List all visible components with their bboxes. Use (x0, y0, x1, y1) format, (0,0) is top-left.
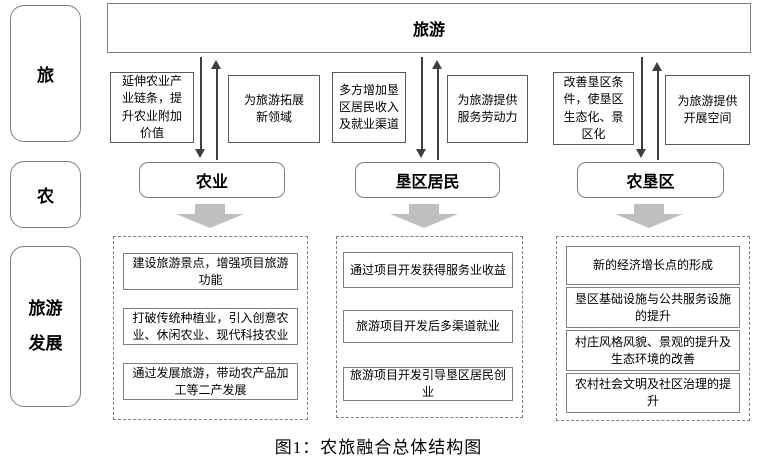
entity-box-reclamation-residents: 垦区居民 (355, 162, 500, 198)
col2-block-arrow-down (390, 204, 458, 228)
col1-up-arrow (211, 60, 222, 160)
down-arrowhead-icon (195, 149, 205, 158)
col3-outcome-box-1: 新的经济增长点的形成 (566, 246, 740, 285)
col3-block-arrow-down (615, 204, 683, 228)
col2-outcome-box-2: 旅游项目开发后多渠道就业 (343, 310, 513, 343)
entity-agriculture-text: 农业 (195, 174, 228, 191)
row-label-tourism-text: 旅 (37, 66, 54, 85)
col3-outcome-box-4: 农村社会文明及社区治理的提升 (566, 373, 740, 413)
col1-outcome-box-1: 建设旅游景点，增强项目旅游功能 (123, 253, 298, 290)
col2-outcome-1-text: 通过项目开发获得服务业收益 (349, 262, 506, 277)
col2-outcome-2-text: 旅游项目开发后多渠道就业 (355, 319, 500, 334)
row-label-agriculture: 农 (10, 161, 81, 228)
row-label-tourism: 旅 (10, 5, 81, 142)
up-arrow-line (437, 68, 439, 160)
block-arrow-stem (409, 204, 439, 214)
col3-outcome-2-text: 垦区基础设施与公共服务设施的提升 (574, 291, 731, 323)
up-arrowhead-icon (432, 60, 442, 69)
down-arrow-line (421, 57, 423, 150)
up-arrowhead-icon (211, 60, 221, 69)
col1-block-arrow-down (176, 204, 244, 228)
col1-outcome-3-text: 通过发展旅游，带动农产品加工等二产发展 (132, 365, 289, 397)
tourism-top-box-text: 旅游 (412, 22, 445, 39)
block-arrow-tri-icon (176, 214, 244, 228)
col3-outcome-4-text: 农村社会文明及社区治理的提升 (574, 377, 731, 408)
col3-up-note-text: 为旅游提供开展空间 (677, 93, 738, 125)
col2-up-note-text: 为旅游提供服务劳动力 (457, 92, 518, 124)
down-arrowhead-icon (636, 149, 646, 158)
down-arrowhead-icon (416, 149, 426, 158)
up-arrow-line (657, 70, 659, 160)
down-arrow-line (200, 57, 202, 150)
block-arrow-stem (195, 204, 225, 214)
figure-caption: 图1：农旅融合总体结构图 (274, 438, 483, 457)
block-arrow-tri-icon (390, 214, 458, 228)
col3-down-arrow (636, 57, 647, 158)
col1-outcome-1-text: 建设旅游景点，增强项目旅游功能 (132, 255, 289, 287)
block-arrow-stem (634, 204, 664, 214)
col1-down-note-box: 延伸农业产业链条，提升农业附加价值 (110, 72, 194, 143)
col3-up-arrow (652, 62, 663, 160)
up-arrowhead-icon (652, 62, 662, 71)
up-arrow-line (216, 68, 218, 160)
col1-down-arrow (195, 57, 206, 158)
col2-up-arrow (432, 60, 443, 160)
col2-outcome-box-1: 通过项目开发获得服务业收益 (343, 252, 513, 288)
col1-up-note-text: 为旅游拓展新领域 (243, 92, 304, 124)
col2-up-note-box: 为旅游提供服务劳动力 (447, 75, 528, 143)
entity-box-farm-reclamation-area: 农垦区 (577, 162, 724, 198)
row-label-tourism-development: 旅游发展 (10, 246, 81, 407)
col3-outcome-3-text: 村庄风格风貌、景观的提升及生态环境的改善 (574, 334, 731, 366)
entity-reclamation-residents-text: 垦区居民 (395, 174, 460, 191)
row-label-agriculture-text: 农 (37, 187, 54, 206)
row-label-tourism-development-text: 旅游发展 (28, 298, 63, 353)
col1-down-note-text: 延伸农业产业链条，提升农业附加价值 (121, 74, 182, 140)
col3-outcome-box-2: 垦区基础设施与公共服务设施的提升 (566, 287, 740, 328)
col3-outcome-1-text: 新的经济增长点的形成 (592, 258, 713, 273)
col3-down-note-text: 改善垦区条件，使垦区生态化、景区化 (563, 75, 624, 141)
tourism-top-box: 旅游 (107, 3, 751, 53)
entity-box-agriculture: 农业 (139, 162, 285, 198)
col2-down-arrow (416, 57, 427, 158)
col2-down-note-box: 多方增加垦区居民收入及就业渠道 (332, 72, 406, 143)
col2-down-note-text: 多方增加垦区居民收入及就业渠道 (338, 82, 399, 132)
entity-farm-reclamation-area-text: 农垦区 (626, 174, 675, 191)
col3-outcome-box-3: 村庄风格风貌、景观的提升及生态环境的改善 (566, 330, 740, 371)
col1-up-note-box: 为旅游拓展新领域 (228, 75, 320, 143)
col1-outcome-box-3: 通过发展旅游，带动农产品加工等二产发展 (123, 363, 298, 400)
col1-outcome-2-text: 打破传统种植业，引入创意农业、休闲农业、现代科技农业 (132, 310, 289, 342)
col3-up-note-box: 为旅游提供开展空间 (665, 75, 750, 145)
col1-outcome-box-2: 打破传统种植业，引入创意农业、休闲农业、现代科技农业 (123, 308, 298, 345)
col3-down-note-box: 改善垦区条件，使垦区生态化、景区化 (553, 72, 634, 145)
col2-outcome-box-3: 旅游项目开发引导垦区居民创业 (343, 367, 513, 401)
col2-outcome-3-text: 旅游项目开发引导垦区居民创业 (349, 368, 506, 399)
block-arrow-tri-icon (615, 214, 683, 228)
down-arrow-line (641, 57, 643, 150)
